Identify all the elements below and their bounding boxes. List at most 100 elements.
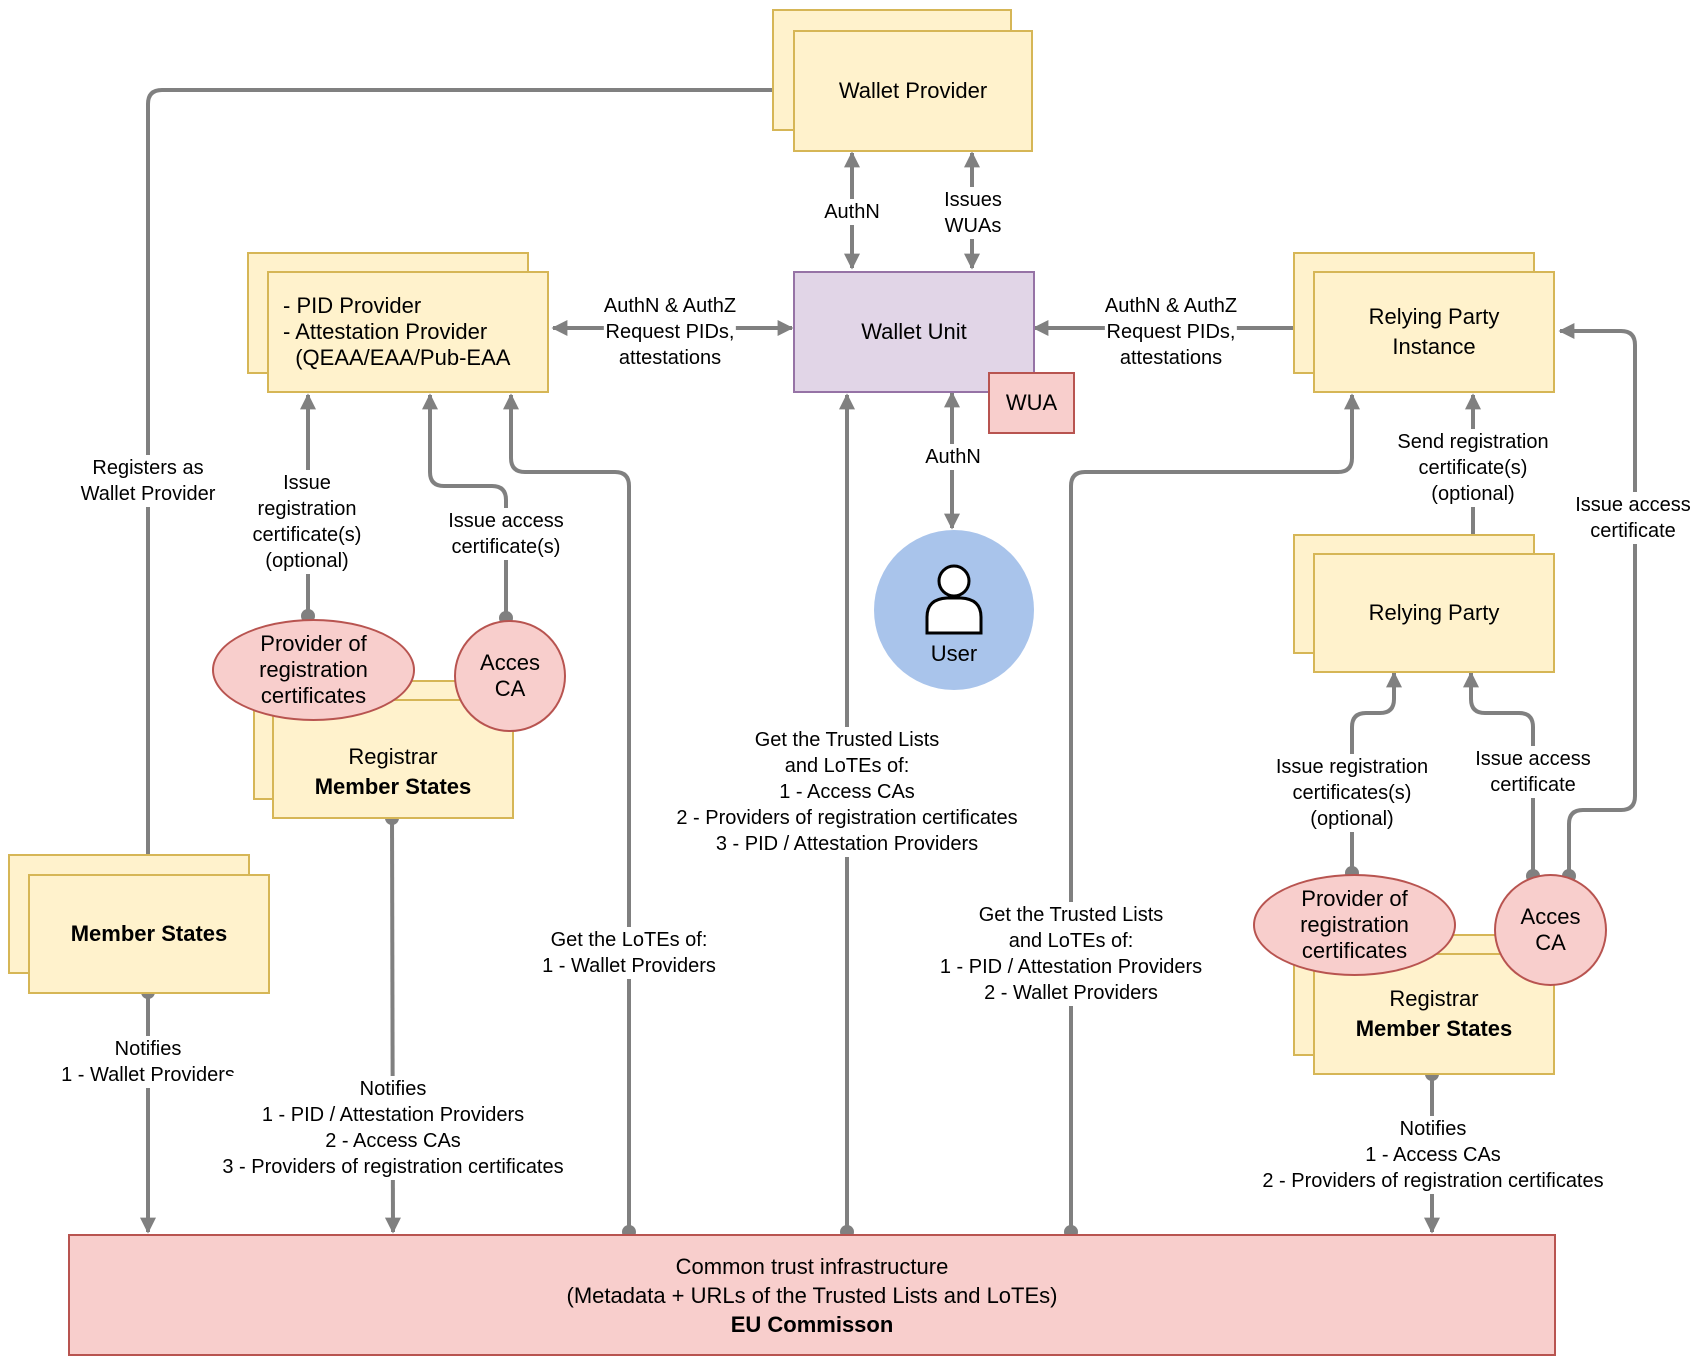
provider-reg-line: certificates — [1301, 938, 1408, 963]
edge-get-trusted-right — [1069, 393, 1360, 1232]
provider-reg-line: Provider of — [260, 631, 367, 656]
edge-label-line: AuthN — [824, 201, 880, 223]
rpi-line: Instance — [1392, 334, 1476, 359]
edge-label-line: Notifies — [1399, 1118, 1467, 1140]
registrar-left-line: Member States — [314, 774, 472, 799]
label-notifies-registrar-left: Notifies 1 - PID / Attestation Providers 2… — [222, 1076, 564, 1180]
access-ca-left[interactable]: Acces CA — [454, 620, 566, 732]
edge-label-line: (optional) — [1310, 808, 1394, 830]
label-authn-user: AuthN — [925, 444, 981, 470]
edge-label-line: 2 - Access CAs — [325, 1130, 461, 1152]
edge-label-line: 1 - PID / Attestation Providers — [939, 956, 1203, 978]
pid-provider-line: (QEAA/EAA/Pub-EAA — [283, 345, 511, 370]
wua-box[interactable]: WUA — [988, 372, 1075, 434]
edge-label-line: (optional) — [1431, 483, 1515, 505]
label-issue-access-cert-left: Issue access certificate(s) — [448, 508, 564, 560]
provider-reg-line: registration — [259, 657, 368, 682]
edge-get-lotes-wp — [503, 393, 631, 1232]
edge-issue-access-cert-rp — [1463, 671, 1535, 876]
provider-reg-certs-left[interactable]: Provider of registration certificates — [212, 619, 415, 721]
pid-provider-line: - PID Provider — [283, 293, 422, 318]
user-silhouette-icon — [925, 564, 983, 635]
label-issue-access-cert-rp: Issue access certificate — [1475, 746, 1591, 798]
access-ca-line: CA — [494, 676, 526, 701]
label-issue-reg-certs-right: Issue registration certificates(s) (option… — [1275, 754, 1429, 832]
edge-issue-access-cert-left — [422, 393, 508, 618]
edge-label-line: Get the LoTEs of: — [550, 929, 708, 951]
common-trust-line: Common trust infrastructure — [675, 1253, 949, 1279]
edge-label-line: Notifies — [114, 1038, 182, 1060]
edge-label-line: Get the Trusted Lists — [978, 904, 1164, 926]
edge-label-line: AuthN — [925, 446, 981, 468]
label-authn-wallet-provider: AuthN — [824, 199, 880, 225]
registrar-left-line: Registrar — [348, 744, 438, 769]
provider-reg-line: Provider of — [1301, 886, 1408, 911]
edge-label-line: Request PIDs, — [605, 321, 735, 343]
edge-label-line: Send registration — [1397, 431, 1549, 453]
relying-party-box[interactable]: Relying Party — [1313, 553, 1555, 673]
edge-registers-wallet-provider — [140, 88, 793, 875]
edge-label-line: WUAs — [944, 215, 1002, 237]
edge-label-line: Issue access — [1475, 748, 1591, 770]
edge-label-line: and LoTEs of: — [1008, 930, 1134, 952]
rpi-line: Relying Party — [1368, 304, 1500, 329]
registrar-right-line: Registrar — [1389, 986, 1479, 1011]
edge-label-line: Issue registration — [1275, 756, 1429, 778]
access-ca-right[interactable]: Acces CA — [1494, 874, 1607, 986]
label-registers-wallet-provider: Registers as Wallet Provider — [80, 455, 216, 507]
relying-party-label: Relying Party — [1368, 600, 1500, 625]
edge-label-line: Notifies — [359, 1078, 427, 1100]
edge-label-line: Issue access — [448, 510, 564, 532]
pid-provider-line: - Attestation Provider — [283, 319, 488, 344]
edge-label-line: Registers as — [92, 457, 204, 479]
edge-label-line: 1 - Access CAs — [1365, 1144, 1501, 1166]
edge-label-line: 1 - PID / Attestation Providers — [261, 1104, 525, 1126]
member-states-box[interactable]: Member States — [28, 874, 270, 994]
edge-label-line: 1 - Wallet Providers — [61, 1064, 235, 1086]
wallet-unit-label: Wallet Unit — [861, 319, 967, 344]
label-notifies-registrar-right: Notifies 1 - Access CAs 2 - Providers of r… — [1262, 1116, 1604, 1194]
edge-label-line: 3 - Providers of registration certificat… — [222, 1156, 564, 1178]
label-send-reg-cert: Send registration certificate(s) (optional… — [1397, 429, 1549, 507]
label-issue-access-cert-rpi: Issue access certificate — [1575, 492, 1691, 544]
edge-label-line: Get the Trusted Lists — [754, 729, 940, 751]
edge-label-line: and LoTEs of: — [784, 755, 910, 777]
provider-reg-line: certificates — [260, 683, 367, 708]
edge-label-line: 3 - PID / Attestation Providers — [715, 833, 979, 855]
common-trust-line: (Metadata + URLs of the Trusted Lists an… — [566, 1282, 1058, 1308]
user-node[interactable]: User — [874, 530, 1034, 690]
edge-label-line: Wallet Provider — [80, 483, 216, 505]
provider-reg-certs-right[interactable]: Provider of registration certificates — [1253, 874, 1456, 976]
relying-party-instance-box[interactable]: Relying Party Instance — [1313, 271, 1555, 393]
common-trust-infrastructure[interactable]: Common trust infrastructure (Metadata + … — [68, 1234, 1556, 1356]
provider-reg-line: registration — [1300, 912, 1409, 937]
edge-label-line: certificate(s) — [1418, 457, 1528, 479]
label-get-trusted-right: Get the Trusted Lists and LoTEs of: 1 - PI… — [939, 902, 1203, 1006]
edge-label-line: Issues — [944, 189, 1002, 211]
edge-label-line: attestations — [618, 347, 722, 369]
member-states-label: Member States — [70, 921, 228, 946]
edge-label-line: certificates(s) — [1292, 782, 1412, 804]
edge-label-line: certificate(s) — [451, 536, 561, 558]
edge-label-line: AuthN & AuthZ — [1104, 295, 1238, 317]
wallet-provider-box[interactable]: Wallet Provider — [793, 30, 1033, 152]
edge-label-line: 2 - Providers of registration certificat… — [1262, 1170, 1604, 1192]
wua-label: WUA — [1005, 390, 1058, 415]
edge-label-line: certificate — [1590, 520, 1676, 542]
access-ca-line: CA — [1535, 930, 1566, 955]
edge-label-line: certificate — [1490, 774, 1576, 796]
edge-label-line: 1 - Wallet Providers — [542, 955, 716, 977]
edge-label-line: AuthN & AuthZ — [603, 295, 737, 317]
label-notifies-ms: Notifies 1 - Wallet Providers — [61, 1036, 235, 1088]
access-ca-line: Acces — [1520, 904, 1581, 929]
edge-label-line: certificate(s) — [252, 524, 362, 546]
label-get-lotes-wp: Get the LoTEs of: 1 - Wallet Providers — [542, 927, 716, 979]
pid-provider-box[interactable]: - PID Provider - Attestation Provider (Q… — [267, 271, 549, 393]
edge-label-line: 2 - Wallet Providers — [984, 982, 1158, 1004]
edge-label-line: Issue access — [1575, 494, 1691, 516]
edge-label-line: (optional) — [265, 550, 349, 572]
edge-label-line: 2 - Providers of registration certificat… — [676, 807, 1018, 829]
